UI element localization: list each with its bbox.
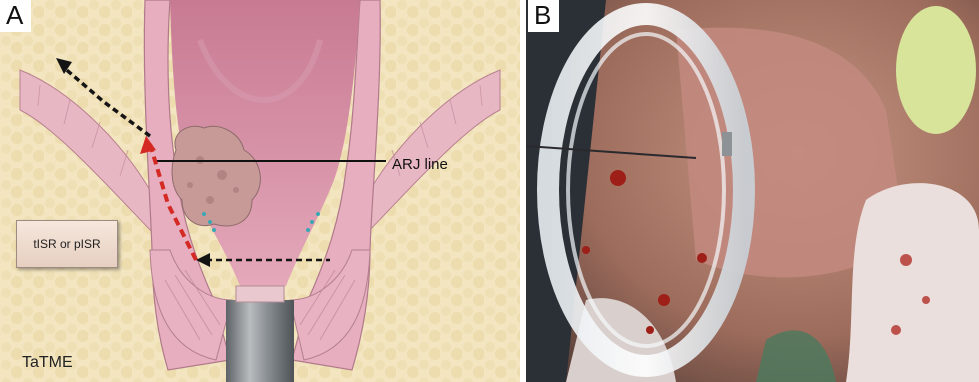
anal-canal [236, 286, 284, 302]
anatomy-illustration [0, 0, 520, 382]
arj-line-label: ARJ line [392, 156, 448, 173]
panel-b-letter: B [528, 0, 559, 32]
gauze-tissue [896, 6, 976, 134]
panel-a-letter: A [0, 0, 31, 32]
transanal-instrument [226, 300, 294, 382]
panel-b-photo: B [526, 0, 979, 382]
isr-box: tISR or pISR [16, 220, 118, 268]
gloved-hand-right [846, 183, 979, 382]
intraoperative-photo [526, 0, 979, 382]
panel-a-illustration: A ARJ line tISR or pISR TaTME [0, 0, 520, 382]
tatme-label: TaTME [22, 354, 73, 372]
ring-clip [722, 132, 732, 156]
